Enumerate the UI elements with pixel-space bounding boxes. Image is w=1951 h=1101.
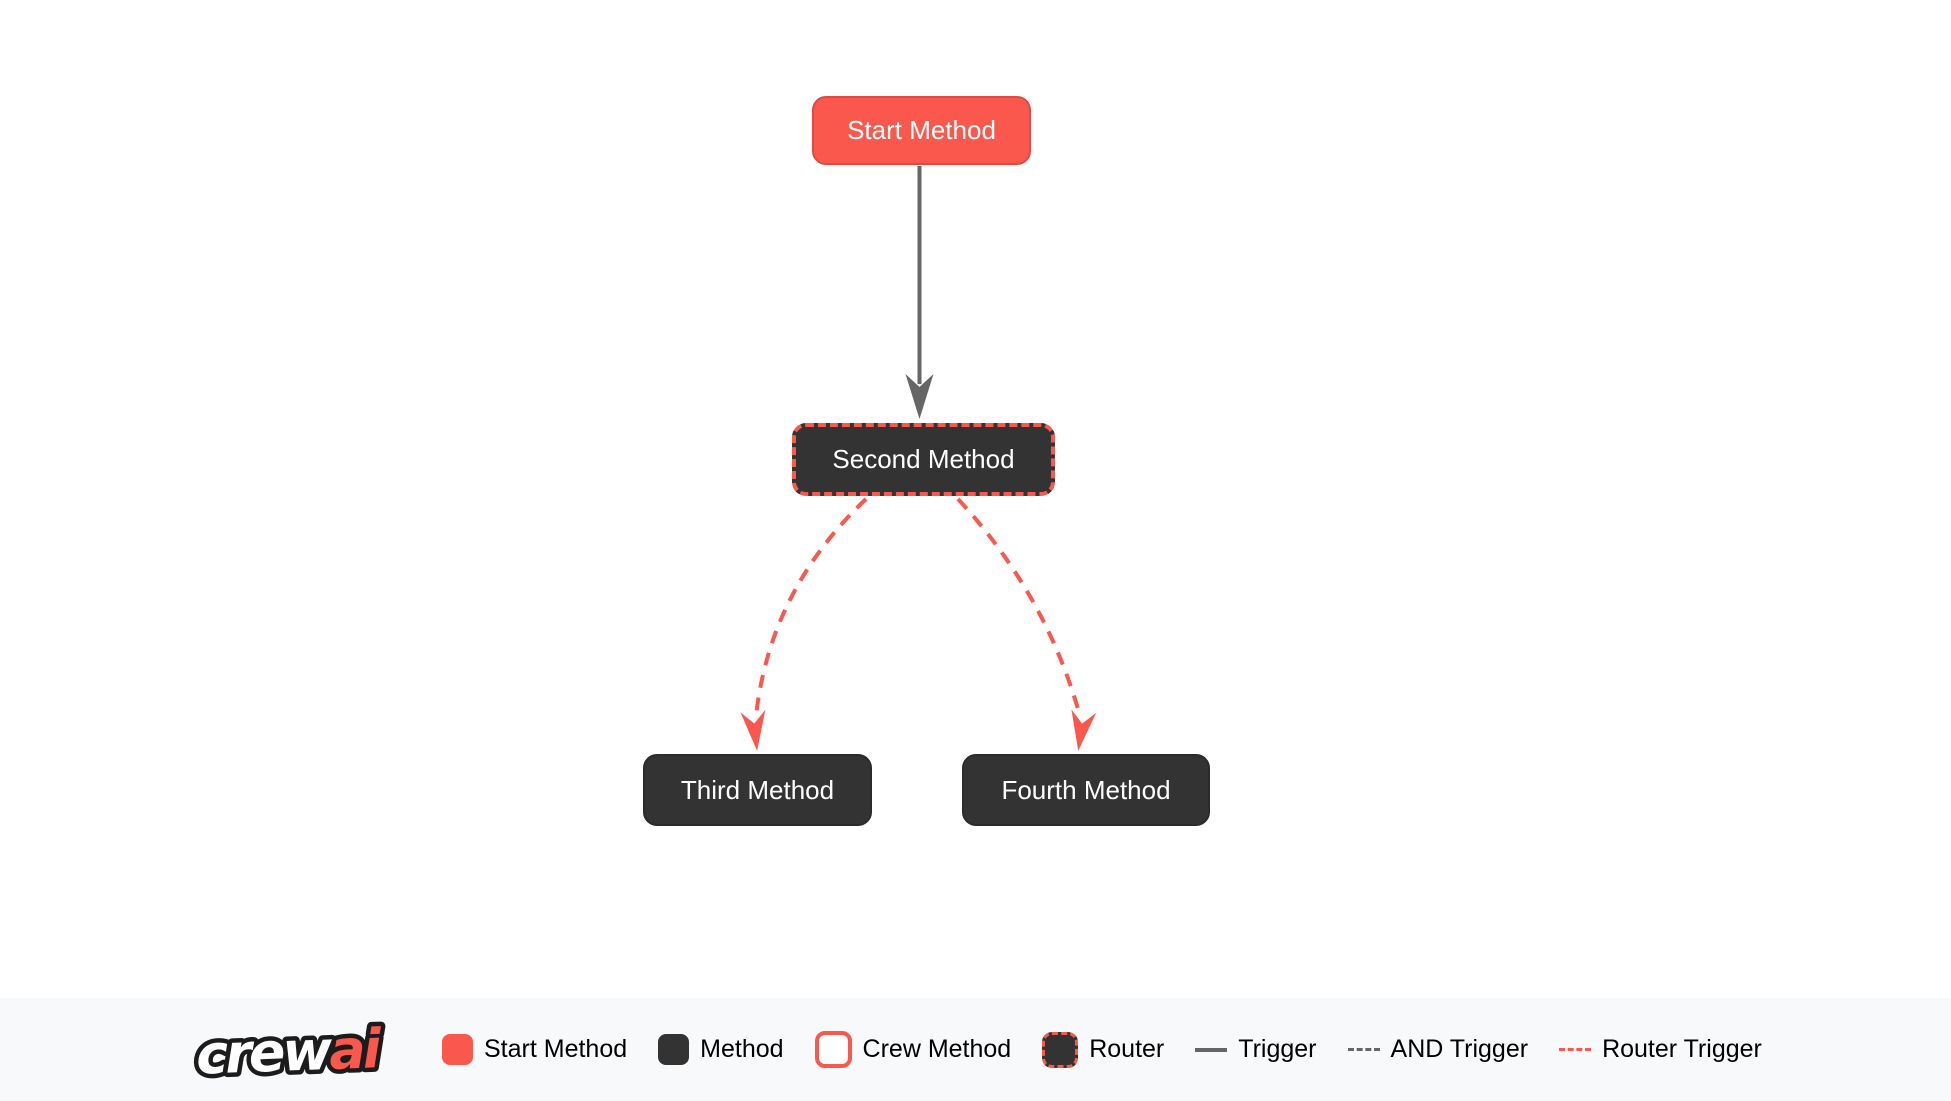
edge-router-trigger-second-to-third (740, 497, 868, 751)
flow-node-fourth-method[interactable]: Fourth Method (962, 754, 1210, 826)
legend-item-router: Router (1042, 1031, 1165, 1068)
router-swatch-icon (1042, 1031, 1079, 1068)
router-trigger-line-icon (1559, 1048, 1592, 1051)
crewai-logo: crewai (191, 1012, 389, 1089)
trigger-line-icon (1195, 1047, 1228, 1052)
legend-item-crew-method: Crew Method (814, 1031, 1012, 1068)
start-method-swatch-icon (442, 1034, 473, 1065)
logo-text-crew: crew (195, 1018, 334, 1086)
flow-canvas[interactable]: Start Method Second Method Third Method … (0, 0, 1951, 998)
node-label: Fourth Method (1001, 774, 1171, 805)
flow-node-third-method[interactable]: Third Method (643, 754, 872, 826)
node-label: Second Method (832, 444, 1015, 474)
legend-bar: crewai Start Method Method Crew Method R… (0, 998, 1951, 1101)
edge-router-trigger-second-to-fourth (956, 497, 1097, 751)
logo-text-ai: ai (328, 1017, 384, 1082)
svg-text:crewai: crewai (195, 1017, 384, 1086)
legend-item-start-method: Start Method (442, 1034, 627, 1065)
node-label: Start Method (847, 115, 996, 145)
node-label: Third Method (680, 774, 835, 805)
flow-node-second-method[interactable]: Second Method (792, 423, 1055, 496)
and-trigger-line-icon (1347, 1048, 1380, 1051)
legend-label: Start Method (484, 1035, 628, 1063)
legend-label: AND Trigger (1390, 1035, 1529, 1063)
legend-item-router-trigger: Router Trigger (1559, 1035, 1762, 1064)
legend-item-trigger: Trigger (1195, 1035, 1317, 1064)
legend-label: Router (1089, 1035, 1165, 1063)
legend-item-and-trigger: AND Trigger (1347, 1035, 1529, 1064)
method-swatch-icon (658, 1034, 690, 1065)
edge-trigger-start-to-second (905, 166, 934, 419)
legend-item-method: Method (658, 1034, 784, 1065)
edge-layer (740, 166, 1097, 751)
legend-label: Router Trigger (1602, 1035, 1762, 1063)
legend-label: Method (700, 1035, 784, 1063)
legend-label: Crew Method (862, 1035, 1012, 1063)
flow-node-start-method[interactable]: Start Method (812, 96, 1031, 165)
crew-method-swatch-icon (814, 1031, 852, 1068)
legend-label: Trigger (1238, 1035, 1317, 1063)
